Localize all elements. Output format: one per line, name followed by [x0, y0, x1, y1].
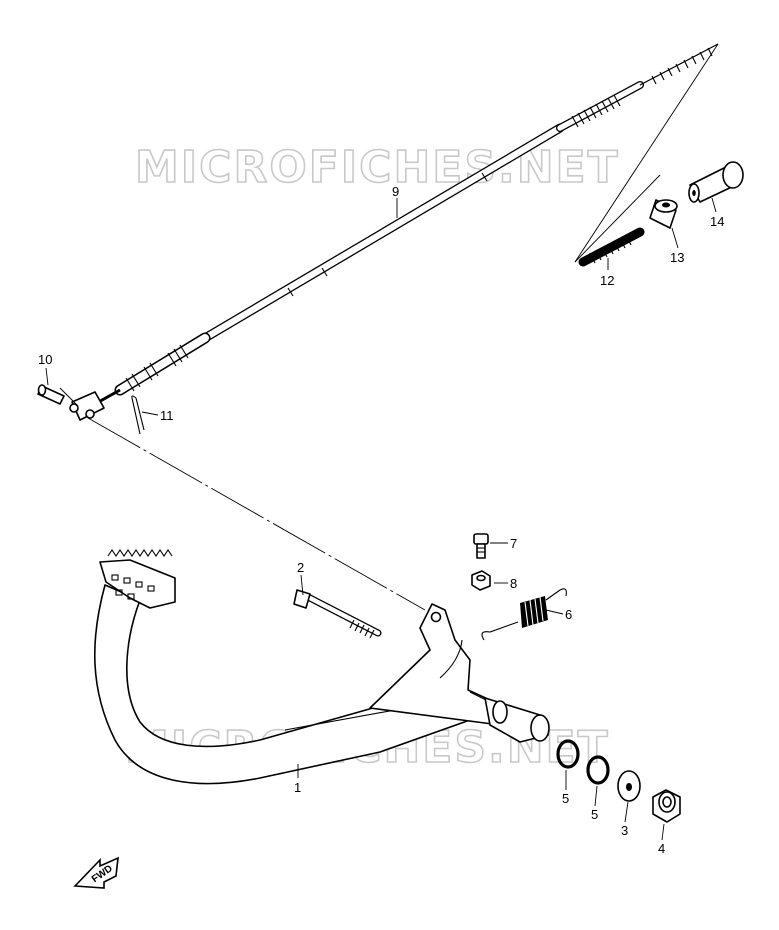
callout-4: 4: [658, 841, 665, 856]
callout-8: 8: [510, 576, 517, 591]
washer-a[interactable]: [556, 739, 580, 769]
callout-5b: 5: [591, 807, 598, 822]
callout-12: 12: [600, 273, 614, 288]
nut-small[interactable]: [471, 570, 491, 591]
guide-line-lower: [574, 174, 661, 263]
leader-lines: [45, 197, 717, 841]
callout-11: 11: [160, 408, 174, 423]
joint-pin[interactable]: [688, 161, 744, 203]
washer-flat[interactable]: [617, 770, 641, 802]
callout-5a: 5: [562, 791, 569, 806]
brake-pedal[interactable]: [93, 549, 550, 785]
return-spring[interactable]: [481, 588, 567, 641]
callout-7: 7: [510, 536, 517, 551]
nut-large[interactable]: [652, 789, 681, 823]
cotter-pin[interactable]: [131, 395, 145, 435]
callout-14: 14: [710, 214, 724, 229]
washer-b[interactable]: [586, 755, 610, 785]
callout-3: 3: [621, 823, 628, 838]
spring-small[interactable]: [578, 227, 645, 267]
callout-10: 10: [38, 352, 52, 367]
callout-2: 2: [297, 560, 304, 575]
bolt-short[interactable]: [473, 533, 489, 559]
fwd-arrow-icon: FWD: [73, 856, 119, 889]
callout-labels: 9 10 11 12 13 14 7 8 6 2 1 5 5 3 4: [38, 184, 724, 856]
callout-9: 9: [392, 184, 399, 199]
guide-line-diagonal: [574, 43, 719, 263]
brake-cable[interactable]: [69, 43, 719, 421]
watermark-top: MICROFICHES.NET: [135, 142, 620, 193]
callout-13: 13: [670, 250, 684, 265]
callout-6: 6: [565, 607, 572, 622]
collar[interactable]: [649, 199, 678, 229]
center-line: [87, 417, 426, 611]
bolt-long[interactable]: [293, 589, 382, 639]
clevis-pin[interactable]: [37, 384, 65, 405]
callout-1: 1: [294, 780, 301, 795]
guide-line-upper: [639, 43, 719, 86]
